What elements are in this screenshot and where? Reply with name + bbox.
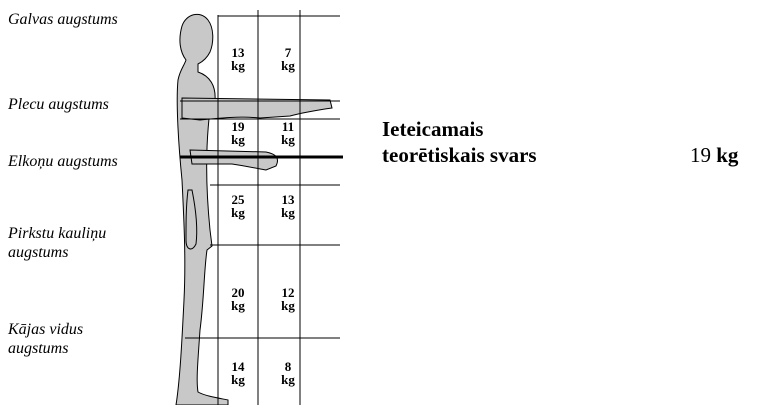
- weight-unit: kg: [268, 59, 308, 72]
- recommended-label-line1: Ieteicamais: [382, 116, 537, 142]
- recommended-label-line2: teorētiskais svars: [382, 142, 537, 168]
- recommended-weight-value: 19 kg: [690, 142, 738, 168]
- weight-unit: kg: [218, 133, 258, 146]
- weight-unit: kg: [268, 299, 308, 312]
- weight-unit: kg: [218, 373, 258, 386]
- recommended-value-unit: kg: [716, 143, 738, 167]
- weight-unit: kg: [218, 299, 258, 312]
- weight-unit: kg: [268, 373, 308, 386]
- recommended-value-number: 19: [690, 143, 711, 167]
- weight-unit: kg: [218, 206, 258, 219]
- weight-unit: kg: [268, 133, 308, 146]
- weight-unit: kg: [268, 206, 308, 219]
- recommended-weight-label: Ieteicamais teorētiskais svars: [382, 116, 537, 168]
- weight-unit: kg: [218, 59, 258, 72]
